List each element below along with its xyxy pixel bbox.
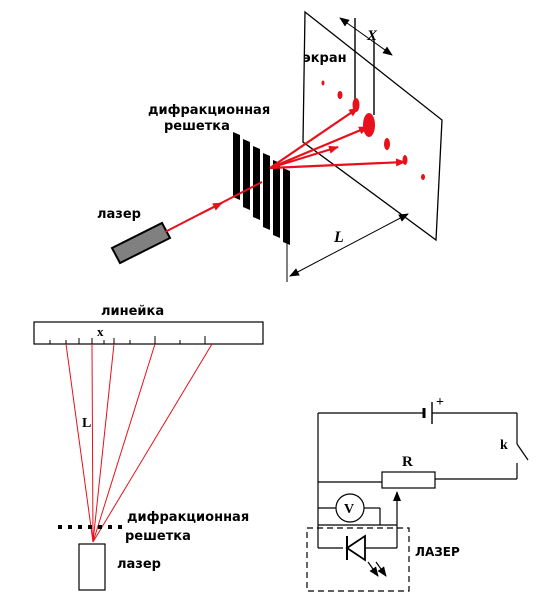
screen-label: экран xyxy=(303,51,347,66)
grating-label-line1: дифракционная xyxy=(148,103,270,118)
x-label-ruler: x xyxy=(97,324,104,339)
beam-mid xyxy=(269,145,339,170)
resistor-label: R xyxy=(402,454,413,470)
l-label-top: L xyxy=(333,229,344,246)
switch-lever xyxy=(516,443,529,461)
l-label-bottom: L xyxy=(82,416,91,431)
grating-bars xyxy=(233,132,290,245)
laser-label-bottom: лазер xyxy=(117,557,161,572)
grating-label-line2: решетка xyxy=(164,119,230,134)
grating-label-bottom-line2: решетка xyxy=(125,529,191,544)
x-label-top: X xyxy=(366,28,378,44)
battery-plus-label: + xyxy=(436,395,444,410)
laser-label-top: лазер xyxy=(97,207,141,222)
spot-top-tiny xyxy=(321,80,325,86)
x-dimension-arrow xyxy=(339,17,393,56)
incident-beam-arrow xyxy=(199,202,223,215)
circuit-diagram xyxy=(306,402,529,592)
l-dimension-arrow xyxy=(289,213,409,277)
laser-box-dashed xyxy=(306,527,410,592)
diode-triangle xyxy=(345,534,366,562)
ruler xyxy=(33,321,264,345)
spot-lower2 xyxy=(402,155,408,165)
bottom-left-diagram: линейка x L дифракционная реш xyxy=(33,304,264,591)
laser-bottom xyxy=(78,543,106,591)
resistor xyxy=(381,471,436,489)
ruler-ticks xyxy=(49,336,206,344)
laser-top xyxy=(110,221,172,265)
beam-lower xyxy=(269,158,406,170)
beam-mid-upper xyxy=(269,125,369,170)
grating-label-bottom-line1: дифракционная xyxy=(127,510,249,525)
top-diagram: X экран дифракционная решетка лазер xyxy=(97,10,443,282)
voltmeter-label: V xyxy=(344,502,354,517)
switch-label: k xyxy=(500,438,508,453)
ruler-label: линейка xyxy=(101,304,164,319)
spot-lower xyxy=(384,138,390,150)
spot-top-small xyxy=(337,91,343,99)
circuit-laser-label: ЛАЗЕР xyxy=(415,545,460,559)
emission-arrow-2 xyxy=(375,561,387,577)
circuit-labels: + k R V ЛАЗЕР xyxy=(344,395,508,559)
beam-upper xyxy=(269,107,359,169)
spot-bottom-tiny xyxy=(421,174,425,180)
screen-plane xyxy=(302,10,443,242)
spot-center xyxy=(363,113,375,137)
emission-arrow-1 xyxy=(367,561,379,577)
bottom-rays xyxy=(65,343,213,543)
